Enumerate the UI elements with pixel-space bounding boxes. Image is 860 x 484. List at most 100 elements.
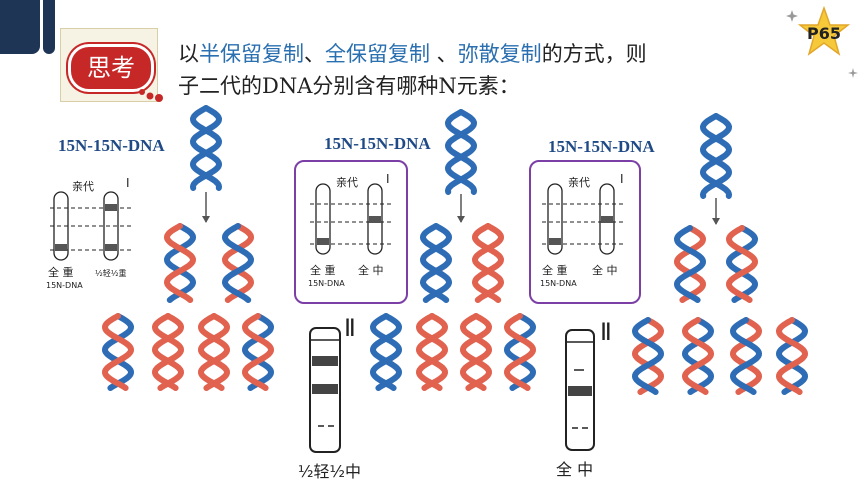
centrifuge-tubes-2 (310, 183, 394, 255)
centrifuge-tubes-3 (542, 183, 626, 255)
dots-decoration (139, 89, 163, 102)
dna-gen1 (221, 223, 255, 303)
dna-strand (197, 313, 231, 391)
dna-strand (471, 223, 505, 303)
dna-gen2 (415, 313, 449, 391)
dna-strand (415, 313, 449, 391)
half-light-half-heavy-label: ½轻½重 (95, 269, 127, 278)
dna-gen2 (729, 317, 763, 395)
dna-strand (101, 313, 135, 391)
dna-strand (631, 317, 665, 395)
dna-strand (415, 313, 449, 391)
all-medium-label: 全 中 (358, 264, 384, 277)
dna-gen1 (673, 225, 707, 303)
header-tab-decoration-secondary (43, 0, 55, 54)
dna-strand (151, 313, 185, 391)
dna-strand (369, 313, 403, 391)
question-text: 以半保留复制、全保留复制 、弥散复制的方式，则 子二代的DNA分别含有哪种N元素… (178, 38, 758, 102)
heavy-sub-label: 15N-DNA (540, 279, 577, 288)
dna-strand (459, 313, 493, 391)
dna-gen1 (471, 223, 505, 303)
dna-parent (699, 113, 733, 199)
heavy-label: 全 重 (310, 264, 336, 277)
dna-strand (151, 313, 185, 391)
dna-strand (163, 223, 197, 303)
dna-strand (369, 313, 403, 391)
dna-strand (419, 223, 453, 303)
header-tab-decoration (0, 0, 40, 54)
dna-strand (189, 105, 223, 191)
dna-strand (197, 313, 231, 391)
all-medium-label: 全 中 (556, 460, 594, 479)
heavy-label: 全 重 (48, 266, 74, 279)
dna-gen2 (241, 313, 275, 391)
dna-strand (444, 109, 478, 195)
arrow-head-icon (712, 218, 720, 225)
dna-strand (673, 225, 707, 303)
arrow-head-icon (202, 216, 210, 223)
dna-gen2 (151, 313, 185, 391)
parent-gen-label: 亲代 (568, 176, 590, 189)
dna-gen1 (163, 223, 197, 303)
dna-strand (163, 223, 197, 303)
gen1-roman: Ⅰ (386, 172, 390, 186)
dna-strand (419, 223, 453, 303)
dna-strand (503, 313, 537, 391)
gen1-figure-box-conservative (294, 160, 408, 304)
mode-dispersive: 弥散复制 (457, 42, 542, 66)
star-icon (797, 5, 851, 56)
dna-gen2 (503, 313, 537, 391)
dna-strand (775, 317, 809, 395)
sparkle-icon (848, 68, 858, 78)
sparkle-icon (786, 10, 798, 22)
dna-strand (699, 113, 733, 199)
dna-gen2 (775, 317, 809, 395)
centrifuge-tubes-1 (50, 191, 132, 261)
dna-gen2 (197, 313, 231, 391)
question-sep: 、 (430, 42, 458, 66)
gen2-tube-conservative (565, 329, 595, 451)
dna-strand (729, 317, 763, 395)
think-label: 思考 (87, 54, 135, 82)
dna-parent (189, 105, 223, 191)
dna-strand (729, 317, 763, 395)
dna-strand (221, 223, 255, 303)
arrow-head-icon (457, 216, 465, 223)
gen2-roman: Ⅱ (600, 320, 612, 346)
dna-strand (503, 313, 537, 391)
dna-strand (673, 225, 707, 303)
parent-gen-label: 亲代 (72, 180, 94, 193)
dna-gen1 (725, 225, 759, 303)
dna-strand (725, 225, 759, 303)
heavy-sub-label: 15N-DNA (46, 281, 83, 290)
page-badge: P65 (807, 24, 841, 43)
dna-strand (241, 313, 275, 391)
mode-conservative: 全保留复制 (325, 42, 430, 66)
heavy-sub-label: 15N-DNA (308, 279, 345, 288)
dna-strand (101, 313, 135, 391)
gen1-roman: Ⅰ (620, 172, 624, 186)
dna-strand (725, 225, 759, 303)
dna-strand (681, 317, 715, 395)
dna-strand (221, 223, 255, 303)
dna-gen2 (101, 313, 135, 391)
dna-label-semiconservative: 15N-15N-DNA (58, 136, 165, 155)
dna-strand (775, 317, 809, 395)
dna-strand (471, 223, 505, 303)
mode-semiconservative: 半保留复制 (199, 42, 304, 66)
half-light-half-medium-label: ½轻½中 (298, 462, 362, 481)
dna-parent (444, 109, 478, 195)
dna-strand (681, 317, 715, 395)
dna-label-dispersive: 15N-15N-DNA (548, 137, 655, 156)
dna-gen2 (631, 317, 665, 395)
dna-strand (631, 317, 665, 395)
gen1-roman: Ⅰ (126, 176, 130, 190)
dna-strand (459, 313, 493, 391)
dna-gen2 (369, 313, 403, 391)
gen2-roman: Ⅱ (344, 316, 356, 342)
dna-gen2 (459, 313, 493, 391)
parent-gen-label: 亲代 (336, 176, 358, 189)
dna-label-conservative: 15N-15N-DNA (324, 134, 431, 153)
dna-gen1 (419, 223, 453, 303)
